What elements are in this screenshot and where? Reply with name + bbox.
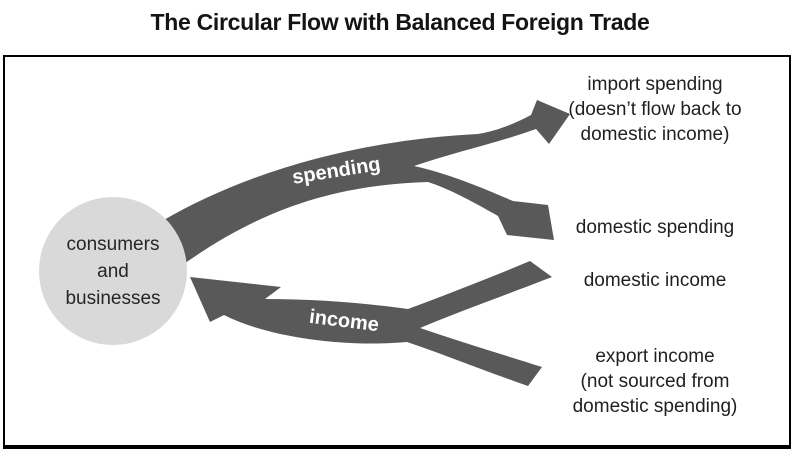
domestic-income-label: domestic income xyxy=(583,270,727,291)
diagram-title: The Circular Flow with Balanced Foreign … xyxy=(150,9,650,35)
spending-arrow xyxy=(162,100,570,269)
node-label-line1: consumers xyxy=(66,233,160,255)
domestic-spending-label: domestic spending xyxy=(575,217,735,238)
consumers-businesses-node: consumers and businesses xyxy=(39,197,187,345)
income-arrow xyxy=(190,261,552,386)
import-spending-label: import spending (doesn’t flow back to do… xyxy=(568,74,742,145)
node-label-line2: and xyxy=(97,260,129,282)
export-income-label: export income (not sourced from domestic… xyxy=(572,346,738,417)
node-label-line3: businesses xyxy=(65,287,161,309)
